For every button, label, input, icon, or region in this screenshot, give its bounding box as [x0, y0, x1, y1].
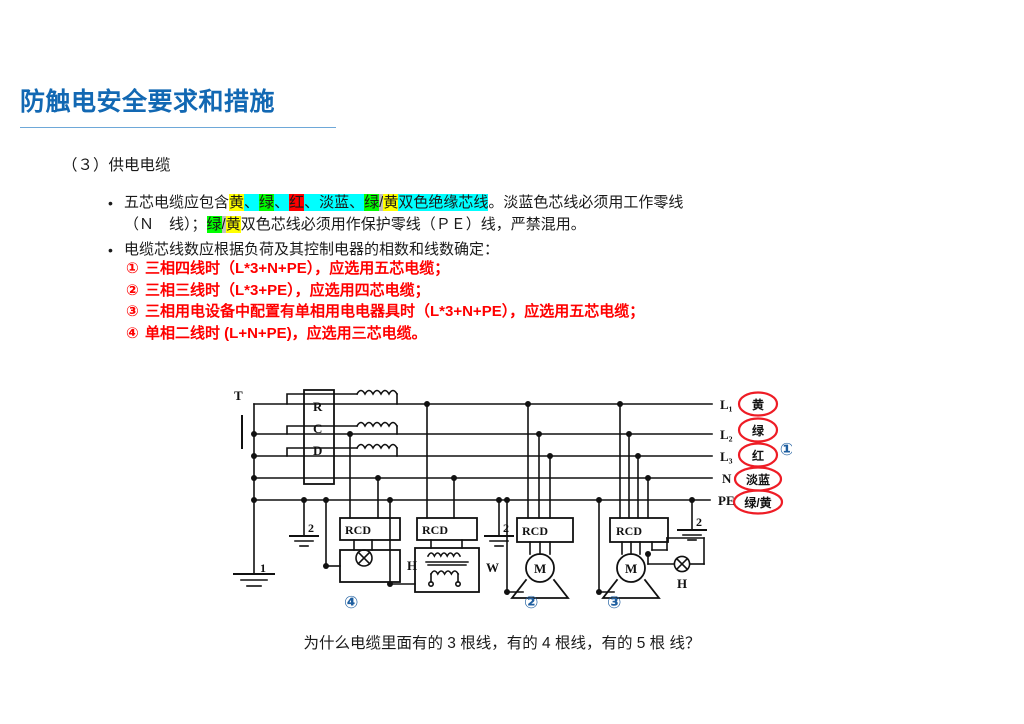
red-list-text: 三相四线时（L*3+N+PE），应选用五芯电缆； [145, 260, 450, 277]
wire-color-label-green: 绿 [752, 423, 765, 438]
diagram-ground-label-2b: 2 [503, 521, 509, 535]
cable-color-run-8: 、 [349, 194, 365, 211]
red-list-number: ② [126, 281, 139, 299]
diagram-load-label-m1: M [534, 561, 546, 576]
cable-color-run-3: 绿 [259, 194, 275, 211]
cable-color-run-4: 、 [274, 194, 290, 211]
diagram-bus-label-l1: L₁ [720, 397, 733, 412]
red-list-item: ③ 三相用电设备中配置有单相用电电器具时（L*3+N+PE），应选用五芯电缆； [126, 301, 644, 323]
red-list-item: ① 三相四线时（L*3+N+PE），应选用五芯电缆； [126, 258, 644, 280]
caption-line-1: 为什么电缆里面有的 3 根线，有的 4 根线，有的 5 根 [303, 635, 666, 652]
cable-color-run-1: 黄 [229, 194, 245, 211]
diagram-bus-label-n: N [722, 471, 732, 486]
pe-color-run-2: / [221, 216, 226, 233]
cable-color-run-6: 、 [304, 194, 320, 211]
pe-color-run-4: 双色芯线必须用作保护零线（ＰＥ）线，严禁混用。 [240, 216, 586, 233]
wire-color-label-red: 红 [752, 448, 764, 463]
diagram-rcd-letter-r: R [313, 399, 323, 414]
diagram-bus-label-l3: L₃ [720, 449, 733, 464]
bullet-marker: • [108, 195, 113, 211]
diagram-load-label-m2: M [625, 561, 637, 576]
diagram-box-rcd-2: RCD [422, 523, 448, 537]
cable-color-run-12: 双色绝缘芯线 [398, 194, 489, 211]
wire-color-ellipse-green [737, 417, 779, 443]
diagram-load-label-w: W [486, 560, 499, 575]
title-divider [20, 127, 336, 128]
pe-color-run-0: （Ｎ 线）； [124, 216, 207, 233]
diagram-box-rcd-1: RCD [345, 523, 371, 537]
bullet-text-core-count: 电缆芯线数应根据负荷及其控制电器的相数和线数确定： [124, 241, 500, 258]
cable-color-run-9: 绿 [364, 194, 380, 211]
diagram-bus-label-l2: L₂ [720, 427, 733, 442]
red-numbered-list: ① 三相四线时（L*3+N+PE），应选用五芯电缆； ② 三相三线时（L*3+PE）… [126, 258, 644, 344]
diagram-load-label-h2: H [677, 576, 687, 591]
pe-color-run-1: 绿 [206, 216, 222, 233]
red-list-number: ③ [126, 303, 139, 320]
diagram-rcd-letter-c: C [313, 421, 322, 436]
red-list-item: ② 三相三线时（L*3+PE），应选用四芯电缆； [126, 280, 644, 302]
wire-color-callouts: 黄 绿 红 淡蓝 绿/黄 [732, 391, 784, 515]
callout-number-one: ① [780, 440, 792, 459]
page-title: 防触电安全要求和措施 [20, 88, 276, 116]
diagram-box-rcd-4: RCD [616, 524, 642, 538]
cable-color-run-13: 。淡蓝色芯线必须用工作零线 [488, 194, 684, 211]
cable-color-run-11: 黄 [383, 194, 399, 211]
wire-color-label-yellow: 黄 [752, 397, 764, 412]
cable-color-run-10: / [379, 194, 384, 211]
cable-color-run-2: 、 [244, 194, 260, 211]
diagram-ground-label-1: 1 [260, 561, 266, 575]
diagram-rcd-letter-d: D [313, 443, 322, 458]
branch-number-4: ④ [344, 593, 359, 612]
subsection-heading: （３）供电电缆 [62, 157, 171, 174]
pe-color-run-3: 黄 [225, 216, 241, 233]
diagram-label-source: T [234, 388, 243, 403]
bullet-text-cable-colors: 五芯电缆应包含黄、绿、红、淡蓝、绿/黄双色绝缘芯线。淡蓝色芯线必须用工作零线 （… [124, 192, 898, 236]
red-list-number: ④ [126, 324, 139, 342]
list-item: • 五芯电缆应包含黄、绿、红、淡蓝、绿/黄双色绝缘芯线。淡蓝色芯线必须用工作零线… [108, 192, 898, 236]
red-list-number: ① [126, 260, 139, 277]
circuit-diagram: T R C D RCD RCD RCD RCD H W M M H 1 2 2 … [212, 378, 792, 628]
diagram-box-rcd-3: RCD [522, 524, 548, 538]
list-item: • 电缆芯线数应根据负荷及其控制电器的相数和线数确定： [108, 239, 898, 261]
diagram-ground-label-2c: 2 [696, 515, 702, 529]
branch-number-3: ③ [607, 593, 622, 612]
diagram-bus-label-pe: PE [718, 493, 735, 508]
cable-color-run-7: 淡蓝 [319, 194, 350, 211]
wire-color-label-lightblue: 淡蓝 [746, 472, 770, 487]
bullet-marker: • [108, 242, 113, 258]
wire-color-ellipse-yellow [737, 391, 779, 417]
bullet-list: • 五芯电缆应包含黄、绿、红、淡蓝、绿/黄双色绝缘芯线。淡蓝色芯线必须用工作零线… [108, 192, 898, 261]
diagram-load-label-h1: H [407, 558, 417, 573]
diagram-branch-numbers: ④ ② ③ [212, 593, 792, 623]
red-list-text: 单相二线时 (L+N+PE)，应选用三芯电缆。 [145, 324, 427, 342]
cable-color-run-0: 五芯电缆应包含 [124, 194, 230, 211]
red-list-text: 三相三线时（L*3+PE），应选用四芯电缆； [145, 281, 430, 299]
red-list-text: 三相用电设备中配置有单相用电电器具时（L*3+N+PE），应选用五芯电缆； [145, 303, 645, 320]
diagram-caption: 为什么电缆里面有的 3 根线，有的 4 根线，有的 5 根 线？ [247, 632, 757, 656]
diagram-ground-label-2a: 2 [308, 521, 314, 535]
wire-color-ellipse-greenyellow [732, 489, 784, 515]
cable-color-run-5: 红 [289, 194, 305, 211]
branch-number-2: ② [524, 593, 539, 612]
caption-line-2: 线？ [669, 635, 701, 652]
red-list-item: ④ 单相二线时 (L+N+PE)，应选用三芯电缆。 [126, 323, 644, 345]
wire-color-label-greenyellow: 绿/黄 [744, 495, 771, 510]
